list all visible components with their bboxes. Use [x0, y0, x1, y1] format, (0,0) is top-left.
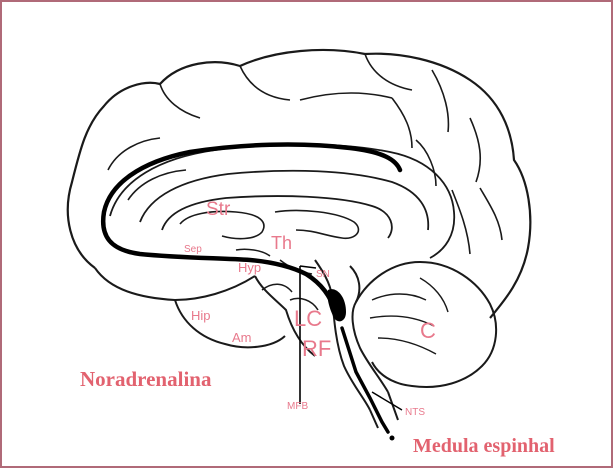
label-th: Th: [271, 233, 292, 253]
label-lc: LC: [294, 306, 322, 331]
cortex-outline: [68, 50, 531, 318]
label-hyp: Hyp: [238, 260, 261, 275]
label-str: Str: [206, 199, 231, 220]
noradrenergic-pathway: [103, 145, 400, 312]
label-mfb: MFB: [287, 401, 308, 412]
spinal-dot: [390, 436, 395, 441]
cortical-sulci: [108, 54, 502, 254]
locus-coeruleus-nucleus: [327, 289, 346, 321]
caption-medula-espinhal: Medula espinhal: [413, 435, 555, 457]
brainstem-outline: [315, 260, 388, 410]
caption-noradrenalina: Noradrenalina: [80, 367, 212, 391]
frontal-base: [95, 268, 255, 300]
cerebellum-folia: [370, 278, 448, 354]
label-sn: SN: [316, 269, 330, 280]
ascending-branch: [300, 266, 316, 404]
label-c: C: [420, 318, 436, 343]
label-nts: NTS: [405, 407, 425, 418]
label-hip: Hip: [191, 308, 211, 323]
label-rf: RF: [302, 336, 331, 361]
label-sep: Sep: [184, 244, 202, 255]
label-am: Am: [232, 330, 252, 345]
